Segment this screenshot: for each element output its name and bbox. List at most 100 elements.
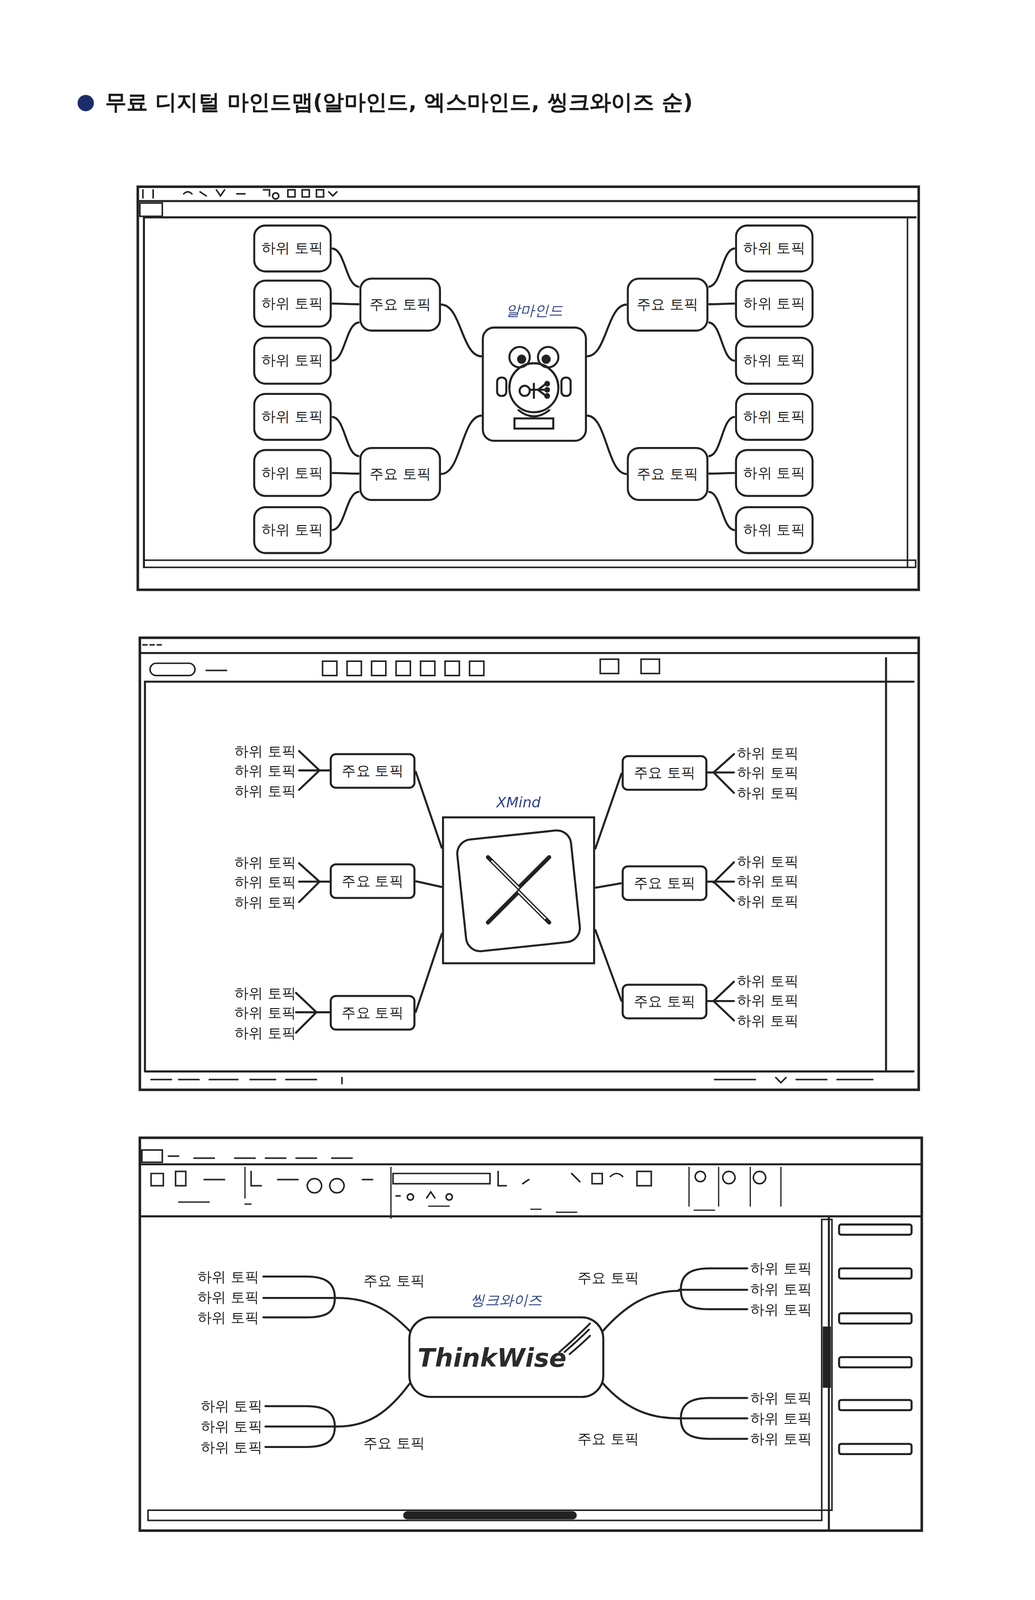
branch-connector <box>708 303 736 305</box>
topic-box: 하위 토픽 <box>735 393 814 441</box>
branch-connector <box>331 322 360 361</box>
topic-label: 하위 토픽 <box>750 1300 812 1319</box>
topic-label: 하위 토픽 <box>234 781 297 801</box>
topic-text: 주요 토픽 <box>341 1003 404 1023</box>
topic-label: 주요 토픽 <box>363 1434 425 1453</box>
topic-label: 하위 토픽 <box>737 763 799 783</box>
topic-label: 하위 토픽 <box>234 1003 297 1022</box>
topic-box: 주요 토픽 <box>621 983 708 1020</box>
topic-label: 하위 토픽 <box>234 873 297 892</box>
branch-connector <box>594 773 622 850</box>
topic-box: 주요 토픽 <box>626 447 709 502</box>
topic-label: 하위 토픽 <box>234 892 297 912</box>
topic-label: 하위 토픽 <box>750 1389 812 1408</box>
branch-connector <box>586 304 627 357</box>
topic-box: 주요 토픽 <box>359 447 441 502</box>
topic-label: 하위 토픽 <box>750 1259 812 1278</box>
topic-box: 하위 토픽 <box>252 506 332 555</box>
topic-text: 하위 토픽 <box>743 351 805 370</box>
topic-text: 주요 토픽 <box>341 762 404 781</box>
topic-label: 주요 토픽 <box>577 1269 639 1288</box>
topic-text: 하위 토픽 <box>261 463 324 483</box>
branch-connector <box>415 881 442 888</box>
topic-text: 주요 토픽 <box>369 465 432 484</box>
topic-label: 하위 토픽 <box>197 1268 260 1287</box>
topic-box: 하위 토픽 <box>735 506 814 555</box>
branch-connector <box>594 929 622 1002</box>
topic-text: 하위 토픽 <box>261 239 324 258</box>
topic-label: 하위 토픽 <box>750 1409 812 1429</box>
topic-text: 하위 토픽 <box>743 407 805 427</box>
topic-label: 하위 토픽 <box>737 783 799 802</box>
topic-label: 하위 토픽 <box>750 1279 812 1299</box>
branch-connector <box>331 492 360 531</box>
page-title: 무료 디지털 마인드맵(알마인드, 엑스마인드, 씽크와이즈 순) <box>105 87 693 117</box>
topic-text: 하위 토픽 <box>743 521 805 540</box>
topic-label: 하위 토픽 <box>200 1438 263 1457</box>
topic-label: 하위 토픽 <box>200 1417 263 1437</box>
branch-connector <box>441 415 482 475</box>
branch-connector <box>708 473 736 474</box>
topic-box: 하위 토픽 <box>252 224 332 273</box>
topic-label: 주요 토픽 <box>363 1271 425 1291</box>
topic-label: 하위 토픽 <box>737 851 799 871</box>
logo-wordmark: ThinkWise <box>417 1342 567 1373</box>
topic-box: 하위 토픽 <box>252 393 332 441</box>
topic-box: 하위 토픽 <box>252 336 332 385</box>
topic-label: 하위 토픽 <box>737 991 799 1010</box>
branch-connector <box>331 303 360 305</box>
topic-box: 하위 토픽 <box>735 224 814 273</box>
topic-text: 주요 토픽 <box>633 874 696 893</box>
logo-caption: 씽크와이즈 <box>470 1292 542 1311</box>
topic-text: 하위 토픽 <box>743 463 805 483</box>
topic-box: 하위 토픽 <box>735 336 814 385</box>
topic-box: 주요 토픽 <box>359 277 441 332</box>
topic-box: 주요 토픽 <box>626 277 709 332</box>
topic-text: 하위 토픽 <box>261 521 324 540</box>
central-topic: 알마인드 <box>481 326 587 443</box>
logo-caption: XMind <box>496 794 541 811</box>
topic-box: 하위 토픽 <box>252 279 332 328</box>
topic-box: 주요 토픽 <box>621 755 708 792</box>
topic-box: 하위 토픽 <box>735 449 814 497</box>
logo-caption: 알마인드 <box>505 302 564 321</box>
topic-text: 주요 토픽 <box>636 295 699 315</box>
central-topic: 씽크와이즈ThinkWise <box>408 1316 605 1399</box>
topic-text: 주요 토픽 <box>636 465 699 484</box>
topic-text: 주요 토픽 <box>633 764 696 783</box>
topic-box: 주요 토픽 <box>329 753 416 789</box>
topic-label: 하위 토픽 <box>234 1023 297 1042</box>
topic-text: 하위 토픽 <box>261 407 324 427</box>
branch-connector <box>441 304 482 357</box>
branch-connector <box>415 771 442 849</box>
branch-connector <box>586 415 627 475</box>
topic-text: 주요 토픽 <box>341 872 404 891</box>
topic-text: 하위 토픽 <box>743 294 805 314</box>
topic-label: 하위 토픽 <box>200 1397 263 1416</box>
branch-connector <box>708 492 736 531</box>
topic-label: 하위 토픽 <box>750 1430 812 1449</box>
topic-label: 하위 토픽 <box>234 761 297 781</box>
topic-label: 하위 토픽 <box>234 983 297 1002</box>
topic-box: 주요 토픽 <box>329 863 416 900</box>
branch-connector <box>594 883 622 889</box>
topic-text: 하위 토픽 <box>261 294 324 314</box>
topic-box: 하위 토픽 <box>735 279 814 328</box>
topic-label: 하위 토픽 <box>737 971 799 990</box>
central-topic: XMind <box>441 816 595 965</box>
topic-label: 하위 토픽 <box>197 1308 260 1328</box>
topic-label: 하위 토픽 <box>737 743 799 763</box>
branch-connector <box>708 248 736 288</box>
topic-label: 하위 토픽 <box>197 1288 260 1307</box>
topic-box: 주요 토픽 <box>329 995 416 1031</box>
topic-label: 하위 토픽 <box>737 891 799 910</box>
topic-text: 하위 토픽 <box>743 239 805 258</box>
topic-box: 주요 토픽 <box>621 865 708 901</box>
branch-connector <box>415 933 442 1014</box>
branch-connector <box>708 416 736 457</box>
topic-text: 주요 토픽 <box>369 295 432 315</box>
topic-label: 주요 토픽 <box>577 1430 639 1449</box>
topic-box: 하위 토픽 <box>252 449 332 497</box>
topic-label: 하위 토픽 <box>234 741 297 761</box>
